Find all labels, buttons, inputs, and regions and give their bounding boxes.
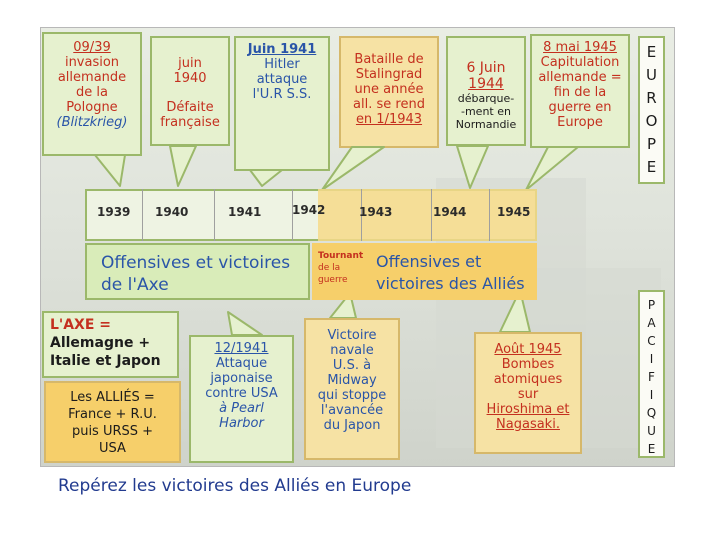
event-box-1939: 09/39 invasion allemande de la Pologne (…: [42, 32, 142, 156]
axis-definition-box: L'AXE = Allemagne + Italie et Japon: [42, 311, 179, 378]
event-box-1940: juin 1940 Défaite française: [150, 36, 230, 146]
allied-offensives-band: Offensives et victoires des Alliés: [368, 243, 537, 300]
event-box-1941: Juin 1941 Hitler attaque l'U.R S.S.: [234, 36, 330, 171]
caption-text: Repérez les victoires des Alliés en Euro…: [58, 476, 412, 496]
year-1945: 1945: [497, 205, 531, 219]
event-box-stalingrad: Bataille de Stalingrad une année all. se…: [339, 36, 439, 148]
year-1939: 1939: [97, 205, 131, 219]
year-1942: 1942: [292, 203, 326, 217]
timeline-allied-segment: [318, 189, 537, 241]
year-1944: 1944: [433, 205, 467, 219]
turning-point-band: Tournant de la guerre: [312, 243, 368, 300]
event-box-pearl-harbor: 12/1941 Attaque japonaise contre USA à P…: [189, 335, 294, 463]
allies-definition-box: Les ALLIÉS = France + R.U. puis URSS + U…: [44, 381, 181, 463]
year-1940: 1940: [155, 205, 189, 219]
timeline-ticks: [85, 189, 537, 241]
year-1943: 1943: [359, 205, 393, 219]
year-1941: 1941: [228, 205, 262, 219]
event-box-1944: 6 Juin 1944 débarque- -ment en Normandie: [446, 36, 526, 146]
event-box-midway: Victoire navale U.S. à Midway qui stoppe…: [304, 318, 400, 460]
event-box-1945: 8 mai 1945 Capitulation allemande = fin …: [530, 34, 630, 148]
event-box-hiroshima: Août 1945 Bombes atomiques sur Hiroshima…: [474, 332, 582, 454]
axis-offensives-band: Offensives et victoires de l'Axe: [85, 243, 310, 300]
